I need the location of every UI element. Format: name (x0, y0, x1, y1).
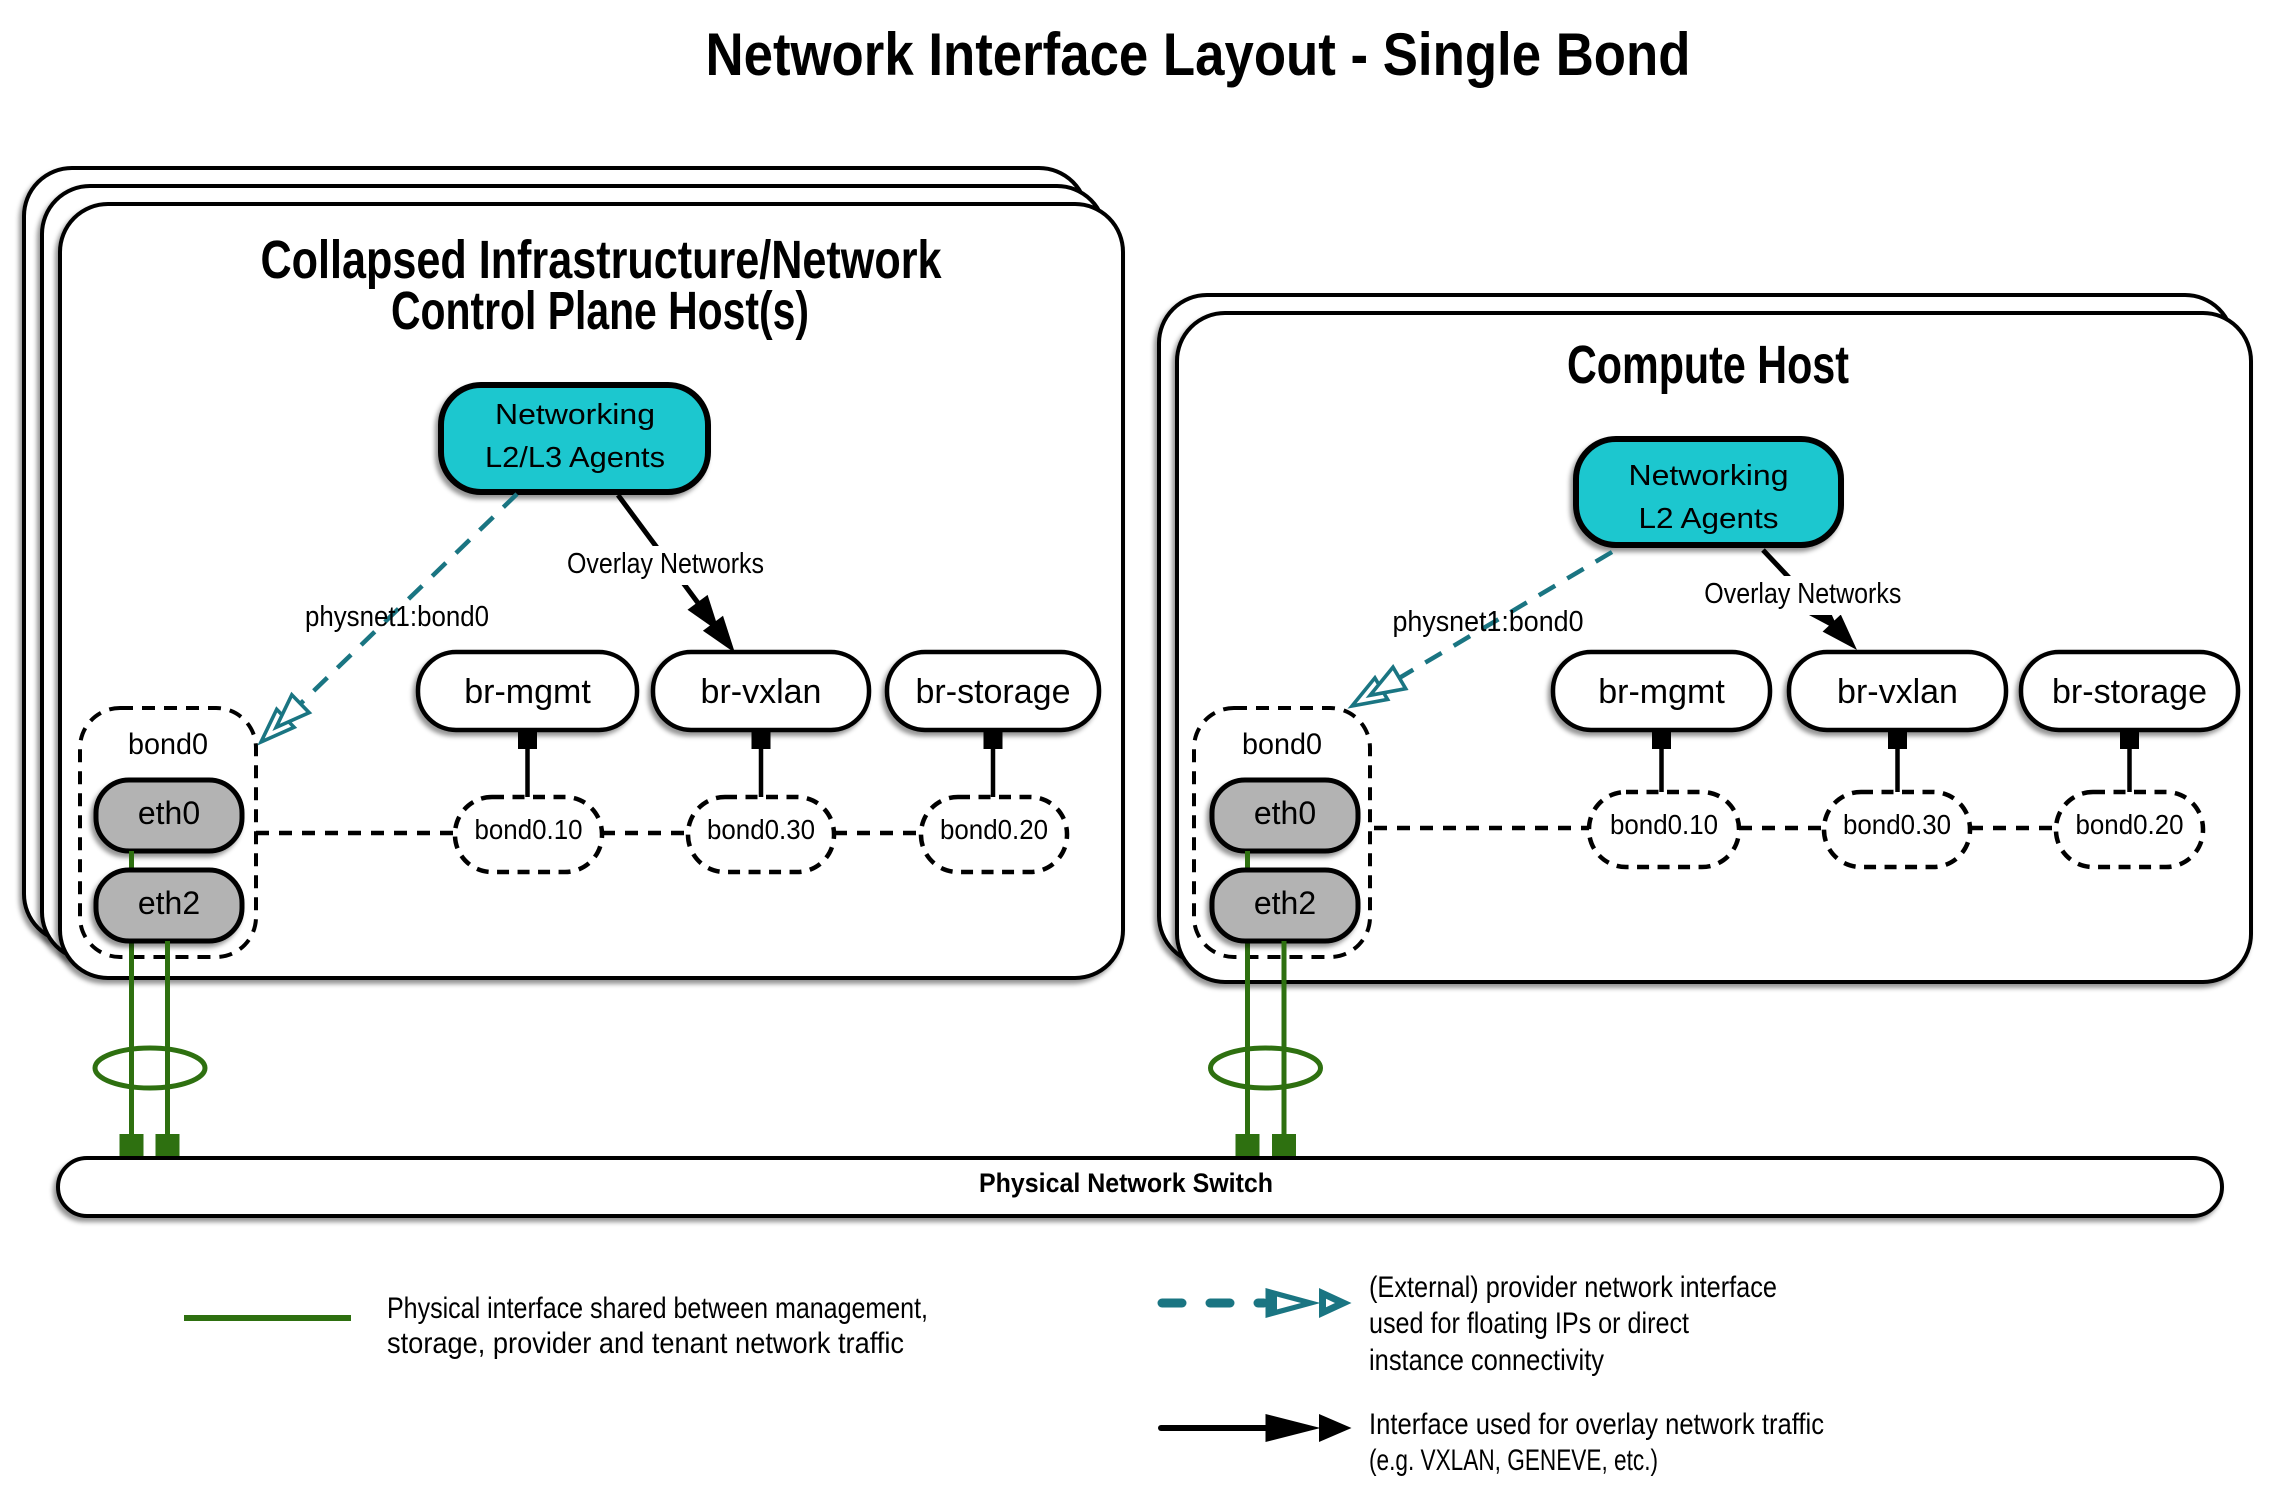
svg-text:Physical Network Switch: Physical Network Switch (979, 1168, 1273, 1198)
svg-text:(e.g. VXLAN, GENEVE, etc.): (e.g. VXLAN, GENEVE, etc.) (1369, 1444, 1658, 1477)
svg-text:br-vxlan: br-vxlan (1837, 673, 1958, 711)
svg-text:L2/L3 Agents: L2/L3 Agents (485, 442, 665, 474)
svg-text:Networking: Networking (1629, 460, 1789, 492)
svg-text:br-mgmt: br-mgmt (1598, 673, 1725, 711)
svg-text:Compute Host: Compute Host (1567, 335, 1849, 395)
svg-text:Overlay Networks: Overlay Networks (567, 548, 764, 580)
svg-text:bond0.10: bond0.10 (1610, 809, 1718, 840)
svg-text:br-mgmt: br-mgmt (464, 673, 591, 711)
svg-text:Control Plane Host(s): Control Plane Host(s) (391, 281, 809, 341)
svg-text:instance connectivity: instance connectivity (1369, 1344, 1604, 1377)
svg-text:br-storage: br-storage (2052, 673, 2207, 711)
svg-text:Overlay Networks: Overlay Networks (1704, 578, 1901, 610)
svg-text:bond0.10: bond0.10 (475, 814, 583, 845)
svg-text:eth2: eth2 (1254, 885, 1316, 921)
svg-text:Physical interface shared betw: Physical interface shared between manage… (387, 1292, 928, 1325)
svg-text:eth0: eth0 (1254, 795, 1316, 831)
svg-text:storage, provider and tenant n: storage, provider and tenant network tra… (387, 1327, 904, 1360)
svg-text:br-vxlan: br-vxlan (701, 673, 822, 711)
svg-text:physnet1:bond0: physnet1:bond0 (1393, 606, 1584, 638)
svg-text:Network Interface Layout - Sin: Network Interface Layout - Single Bond (706, 21, 1691, 88)
svg-text:eth0: eth0 (138, 795, 200, 831)
svg-text:bond0.30: bond0.30 (1843, 809, 1951, 840)
svg-text:Collapsed Infrastructure/Netwo: Collapsed Infrastructure/Network (261, 230, 943, 290)
svg-text:Interface used for overlay net: Interface used for overlay network traff… (1369, 1408, 1824, 1441)
svg-text:physnet1:bond0: physnet1:bond0 (305, 601, 489, 633)
svg-text:bond0.20: bond0.20 (940, 814, 1048, 845)
svg-text:Networking: Networking (495, 399, 655, 431)
svg-text:bond0.30: bond0.30 (707, 814, 815, 845)
svg-text:used for floating IPs or direc: used for floating IPs or direct (1369, 1307, 1690, 1340)
svg-text:(External) provider network in: (External) provider network interface (1369, 1271, 1777, 1304)
svg-text:bond0.20: bond0.20 (2076, 809, 2184, 840)
svg-text:bond0: bond0 (1242, 728, 1322, 761)
svg-text:L2 Agents: L2 Agents (1639, 503, 1779, 535)
svg-text:eth2: eth2 (138, 885, 200, 921)
svg-text:bond0: bond0 (128, 728, 208, 761)
svg-text:br-storage: br-storage (916, 673, 1071, 711)
